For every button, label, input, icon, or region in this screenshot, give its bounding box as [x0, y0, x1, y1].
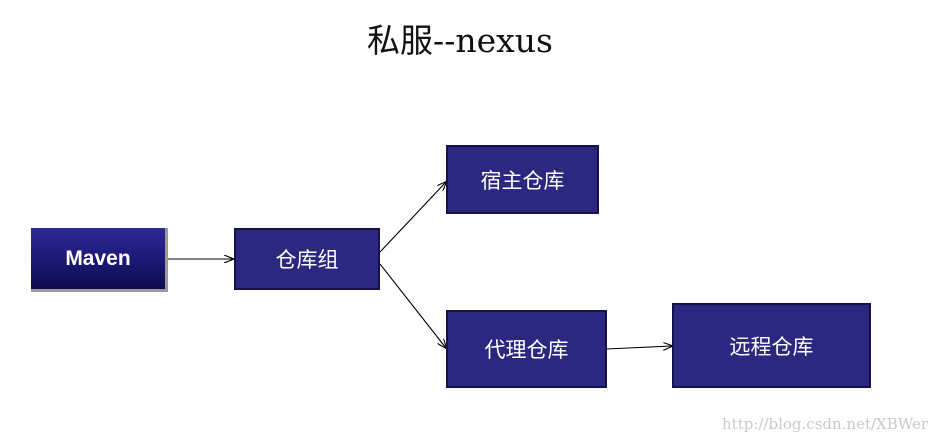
- node-hosted-repository-label: 宿主仓库: [480, 168, 565, 193]
- node-remote-repository-label: 远程仓库: [729, 334, 814, 359]
- node-hosted-repository: 宿主仓库: [446, 145, 599, 214]
- watermark-text: http://blog.csdn.net/XBWer: [722, 415, 928, 433]
- node-proxy-repository-label: 代理仓库: [484, 338, 569, 362]
- node-repository-group-label: 仓库组: [275, 248, 339, 272]
- arrow-group-to-hosted: [379, 182, 446, 253]
- node-repository-group: 仓库组: [234, 228, 380, 290]
- node-maven-label: Maven: [65, 246, 131, 270]
- node-remote-repository: 远程仓库: [672, 303, 871, 388]
- node-maven: Maven: [31, 228, 168, 292]
- arrow-proxy-to-remote: [605, 346, 672, 349]
- arrow-group-to-proxy: [379, 263, 446, 348]
- node-proxy-repository: 代理仓库: [446, 310, 607, 388]
- diagram-title: 私服--nexus: [367, 21, 553, 60]
